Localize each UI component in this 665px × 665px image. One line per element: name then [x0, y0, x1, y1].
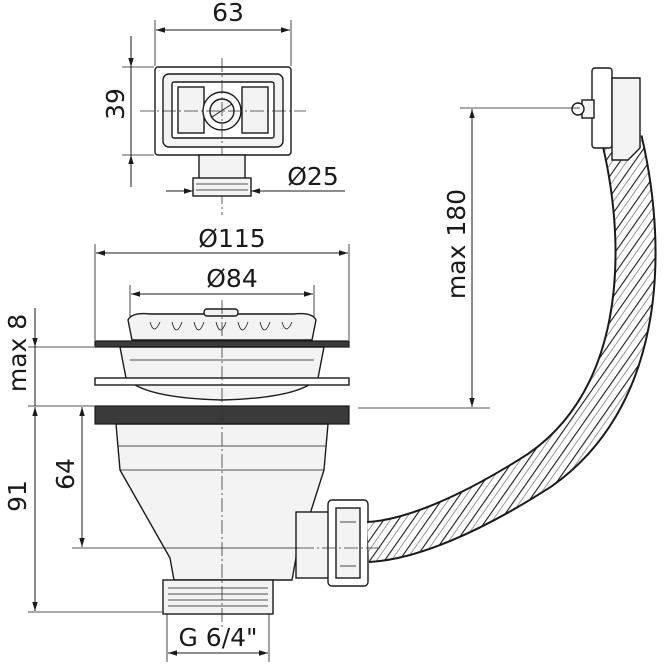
label-overflow-width: 63 [212, 0, 244, 27]
dim-overflow-width [154, 20, 292, 66]
label-strainer-diameter: Ø84 [206, 264, 258, 293]
dim-overflow-height [122, 36, 154, 187]
overflow-pipe [192, 154, 252, 197]
dim-strainer-diameter [129, 285, 315, 320]
flexible-hose [366, 135, 657, 563]
dim-thread [166, 614, 270, 662]
dim-sink-thickness [28, 308, 94, 407]
hose-elbow-connector [571, 67, 641, 161]
label-hose-length: max 180 [442, 189, 471, 299]
label-flange-diameter: Ø115 [198, 224, 265, 253]
dim-total-height [28, 407, 162, 613]
label-overflow-height: 39 [101, 88, 130, 120]
overflow-cover [140, 58, 306, 215]
dim-body-height [72, 407, 380, 549]
label-overflow-pipe: Ø25 [287, 162, 339, 191]
dim-flange-diameter [94, 244, 350, 340]
label-sink-thickness: max 8 [3, 314, 32, 392]
label-total-height: 91 [3, 480, 32, 512]
label-thread: G 6/4" [178, 623, 257, 652]
dim-hose-length [358, 107, 580, 409]
side-outlet [295, 499, 369, 587]
label-body-height: 64 [51, 458, 80, 490]
